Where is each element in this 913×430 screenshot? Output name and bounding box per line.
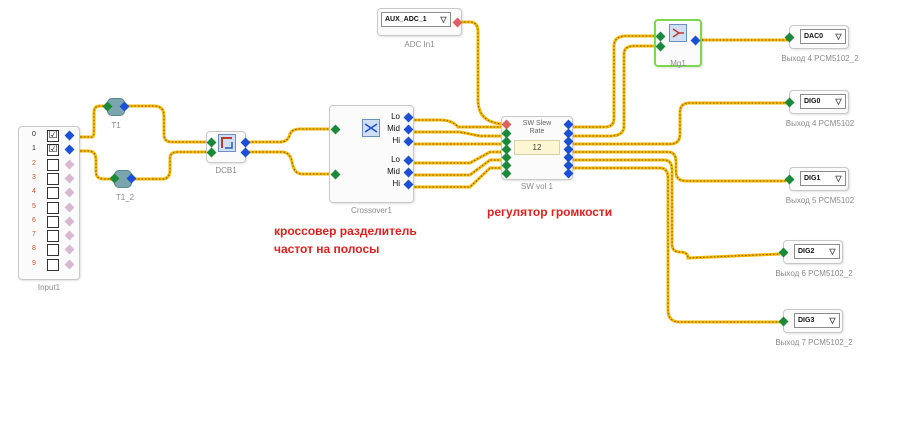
input-channel-index: 2 — [32, 159, 36, 167]
adc-label: ADC In1 — [404, 40, 435, 49]
output-label: Выход 6 PCM5102_2 — [775, 269, 853, 278]
input-channel-checkbox[interactable] — [47, 172, 59, 185]
merge-icon — [669, 24, 687, 42]
output-channel-value: DAC0 — [804, 33, 824, 40]
crossover-port-label: Hi — [392, 136, 400, 145]
crossover-port-label: Lo — [391, 112, 400, 121]
input-channel-index: 4 — [32, 188, 36, 196]
connection-wire-dash — [568, 159, 781, 259]
crossover-icon — [362, 119, 380, 137]
mg-label: Mg1 — [670, 59, 686, 68]
input-channel-index: 6 — [32, 216, 36, 224]
connection-wire-dash — [408, 167, 506, 188]
output-channel-value: DIG2 — [798, 248, 815, 255]
crossover-port-label: Lo — [391, 155, 400, 164]
chevron-down-icon: ▽ — [829, 316, 836, 325]
dc-block-icon — [218, 134, 236, 152]
connection-wire-dash — [568, 151, 786, 182]
input-channel-index: 9 — [32, 259, 36, 267]
chevron-down-icon: ▽ — [829, 247, 836, 256]
connection-wire-dash — [568, 45, 660, 137]
output-label: Выход 7 PCM5102_2 — [775, 338, 853, 347]
input-channel-checkbox[interactable] — [47, 201, 59, 214]
swvol-value: 12 — [532, 143, 542, 152]
output-channel-select[interactable]: DIG3 ▽ — [794, 313, 840, 328]
input-channel-index: 3 — [32, 173, 36, 181]
connection-wire-dash — [568, 35, 660, 128]
input-channel-index: 7 — [32, 231, 36, 239]
connection-wire-dash — [70, 105, 107, 138]
input-channel-checkbox[interactable] — [47, 258, 59, 271]
connection-wire[interactable] — [131, 150, 210, 181]
connection-wire[interactable] — [408, 166, 506, 189]
input-channel-index: 0 — [32, 131, 36, 138]
output-channel-select[interactable]: DIG0 ▽ — [800, 94, 846, 109]
output-channel-value: DIG1 — [804, 175, 821, 182]
connection-wire-dash — [568, 167, 780, 323]
connection-wire[interactable] — [408, 150, 506, 165]
connection-wire[interactable] — [408, 130, 506, 138]
crossover-port-label: Hi — [392, 179, 400, 188]
input-block-label: Input1 — [37, 283, 61, 292]
input-channel-checkbox[interactable]: ☑ — [47, 144, 59, 157]
crossover-port-label: Mid — [387, 167, 400, 176]
crossover-port-label: Mid — [387, 124, 400, 133]
connection-wire-dash — [408, 131, 506, 137]
connection-wire[interactable] — [568, 166, 780, 324]
output-channel-value: DIG0 — [804, 98, 821, 105]
connection-wire[interactable] — [245, 127, 335, 144]
chevron-down-icon: ▽ — [440, 15, 447, 24]
dcb-label: DCB1 — [215, 166, 237, 175]
input-channel-checkbox[interactable] — [47, 230, 59, 243]
adc-source-value: AUX_ADC_1 — [385, 16, 427, 23]
connection-wire-dash — [70, 150, 114, 180]
connection-wire[interactable] — [457, 20, 507, 126]
crossover-label: Crossover1 — [351, 206, 392, 215]
output-channel-select[interactable]: DIG1 ▽ — [800, 171, 846, 186]
crossover-annotation-line1: кроссовер разделитель — [274, 224, 417, 238]
swvol-title: SW Slew Rate — [522, 120, 552, 135]
connection-wire-dash — [408, 119, 506, 128]
input-channel-checkbox[interactable] — [47, 158, 59, 171]
output-label: Выход 4 PCM5102 — [785, 119, 855, 128]
output-channel-value: DIG3 — [798, 317, 815, 324]
swvol-value-field[interactable]: 12 — [514, 140, 560, 155]
chevron-down-icon: ▽ — [835, 32, 842, 41]
swvol-label: SW vol 1 — [520, 182, 553, 191]
t1-2-label: T1_2 — [115, 193, 135, 202]
input-channel-index: 8 — [32, 245, 36, 253]
connection-wire-dash — [457, 21, 507, 125]
input-channel-checkbox[interactable] — [47, 244, 59, 257]
t1-label: T1 — [111, 121, 121, 130]
input-channel-index: 5 — [32, 202, 36, 210]
output-label: Выход 4 PCM5102_2 — [781, 54, 859, 63]
chevron-down-icon: ▽ — [835, 174, 842, 183]
connection-wire-dash — [408, 159, 506, 176]
connection-wire[interactable] — [124, 104, 210, 144]
crossover-annotation-line2: частот на полосы — [274, 242, 380, 256]
input-channel-checkbox[interactable] — [47, 215, 59, 228]
connection-wire[interactable] — [568, 101, 786, 146]
connection-wire[interactable] — [245, 150, 335, 176]
input-channel-checkbox[interactable] — [47, 187, 59, 200]
input-channel-checkbox[interactable]: ☑ — [47, 130, 59, 142]
volume-annotation: регулятор громкости — [487, 205, 613, 219]
output-channel-select[interactable]: DIG2 ▽ — [794, 244, 840, 259]
input-channel-index: 1 — [32, 145, 36, 153]
connection-wire-dash — [568, 102, 786, 145]
output-label: Выход 5 PCM5102 — [785, 196, 855, 205]
adc-source-select[interactable]: AUX_ADC_1 ▽ — [381, 12, 451, 27]
chevron-down-icon: ▽ — [835, 97, 842, 106]
output-channel-select[interactable]: DAC0 ▽ — [800, 29, 846, 44]
connection-wire-dash — [124, 105, 210, 143]
